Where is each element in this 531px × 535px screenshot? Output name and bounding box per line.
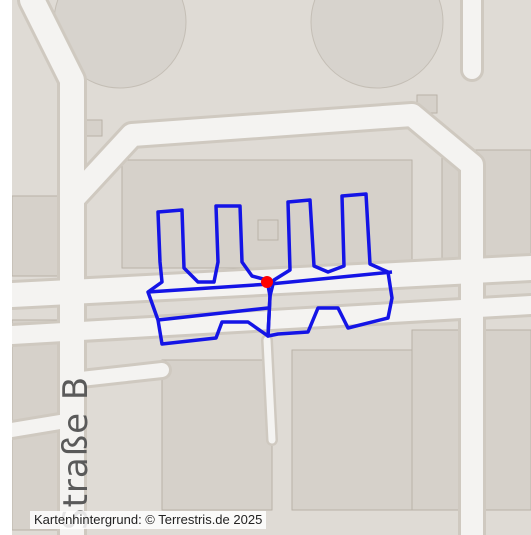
road-west-spur — [12, 413, 79, 437]
map-canvas[interactable]: Straße B — [12, 0, 531, 535]
road-spur — [65, 363, 169, 387]
map-attribution: Kartenhintergrund: © Terrestris.de 2025 — [30, 511, 267, 529]
road-main-south — [12, 296, 531, 344]
building — [291, 349, 413, 511]
point-marker[interactable] — [261, 276, 273, 288]
basemap — [12, 0, 531, 535]
road-loop — [61, 104, 483, 535]
outline-divider — [157, 306, 269, 322]
outline-polygon-west[interactable] — [146, 204, 272, 346]
building — [161, 359, 273, 511]
building — [257, 219, 279, 241]
outline-polygon-east[interactable] — [266, 192, 394, 338]
circle-feature-right — [310, 0, 444, 89]
footpath — [263, 336, 276, 444]
